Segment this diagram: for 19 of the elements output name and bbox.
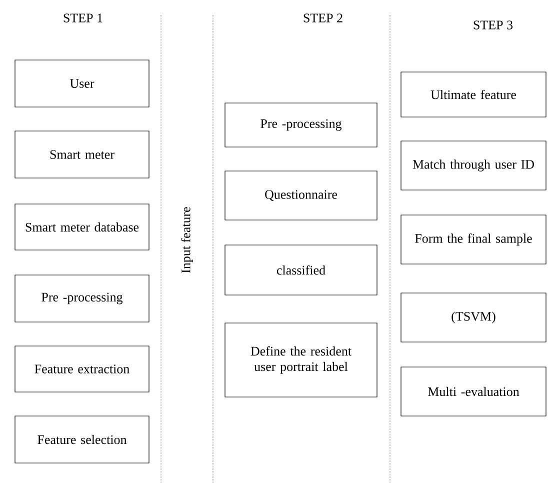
process-box: Pre -processing (14, 274, 150, 322)
process-box: Define the resident user portrait label (224, 322, 378, 398)
process-box: Pre -processing (224, 102, 378, 148)
process-box: Feature extraction (14, 346, 150, 392)
process-box: User (14, 60, 150, 108)
step-heading: STEP 2 (302, 12, 344, 24)
process-box: Multi -evaluation (400, 366, 546, 416)
axis-label: Input feature (180, 206, 194, 274)
process-box: Smart meter database (14, 204, 150, 250)
process-box: Ultimate feature (400, 72, 546, 118)
process-box: Feature selection (14, 416, 150, 464)
process-box: Smart meter (14, 130, 150, 178)
process-box: Questionnaire (224, 170, 378, 220)
step-heading: STEP 1 (62, 12, 104, 24)
process-box: classified (224, 244, 378, 296)
process-box: (TSVM) (400, 292, 546, 342)
step-heading: STEP 3 (472, 20, 514, 30)
process-box: Match through user ID (400, 140, 546, 190)
process-box: Form the final sample (400, 214, 546, 264)
